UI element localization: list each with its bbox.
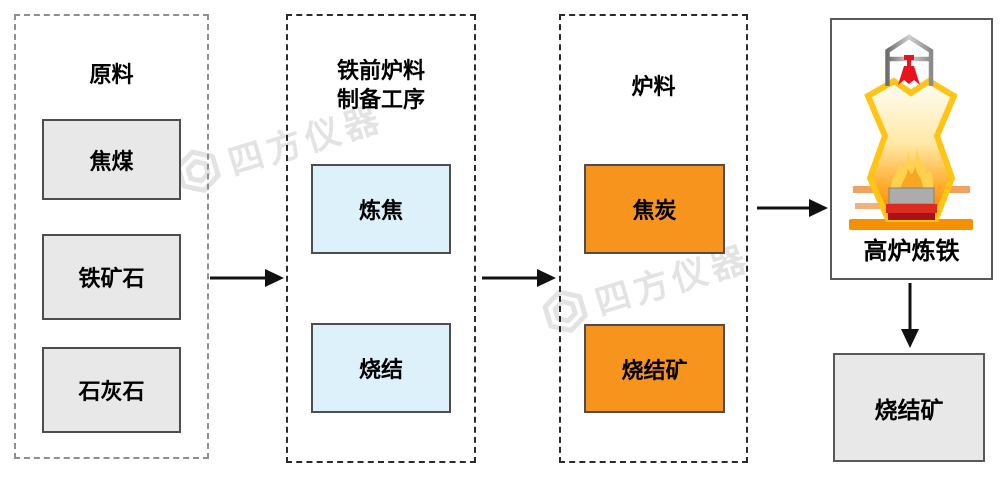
- arrowhead: [809, 199, 828, 217]
- blast-furnace-panel: 高炉炼铁: [830, 18, 993, 280]
- flame: [891, 148, 933, 190]
- hearth-slab-gray: [888, 187, 935, 205]
- arrowhead: [537, 269, 556, 287]
- group-burden-preparation: 铁前炉料 制备工序 炼焦 烧结: [286, 14, 476, 463]
- blast-furnace-label: 高炉炼铁: [863, 238, 960, 265]
- box-coke: 焦炭: [584, 164, 725, 254]
- sifang-logo-icon: [542, 289, 588, 333]
- hearth-slab-red: [886, 204, 937, 213]
- blast-furnace-icon: [849, 34, 973, 230]
- box-limestone: 石灰石: [42, 347, 181, 433]
- tuyere-bar: [936, 186, 970, 193]
- box-label: 焦炭: [632, 198, 677, 223]
- arrowhead: [265, 269, 284, 287]
- box-coking-process: 炼焦: [311, 164, 451, 254]
- box-label: 石灰石: [78, 379, 145, 404]
- group-furnace-burden: 炉料 焦炭 烧结矿: [559, 14, 748, 463]
- watermark: 四方仪器: [536, 230, 757, 342]
- group-raw-materials: 原料 焦煤 铁矿石 石灰石: [14, 14, 209, 459]
- box-coking-coal: 焦煤: [42, 119, 181, 200]
- box-iron-ore: 铁矿石: [42, 234, 181, 320]
- box-label: 烧结矿: [874, 396, 944, 423]
- flame: [901, 166, 923, 188]
- box-output-sinter: 烧结矿: [833, 353, 985, 462]
- box-label: 烧结: [358, 357, 403, 382]
- tuyere-bar: [855, 203, 885, 209]
- box-label: 铁矿石: [78, 266, 145, 291]
- box-sinter: 烧结矿: [584, 324, 725, 413]
- box-sintering-process: 烧结: [311, 323, 451, 413]
- box-label: 烧结矿: [621, 357, 688, 383]
- group-title-burden-preparation: 铁前炉料 制备工序: [288, 56, 474, 114]
- furnace-base: [849, 219, 973, 230]
- box-label: 炼焦: [358, 198, 403, 223]
- hearth-slab-darkred: [888, 213, 935, 220]
- tuyere-bar: [853, 186, 888, 193]
- title-line-2: 制备工序: [336, 87, 425, 112]
- title-line-1: 铁前炉料: [336, 58, 425, 83]
- bell-valve: [898, 55, 920, 85]
- group-title-raw-materials: 原料: [89, 62, 134, 87]
- arrowhead: [901, 329, 919, 348]
- box-label: 焦煤: [89, 148, 134, 174]
- group-title-furnace-burden: 炉料: [631, 74, 676, 99]
